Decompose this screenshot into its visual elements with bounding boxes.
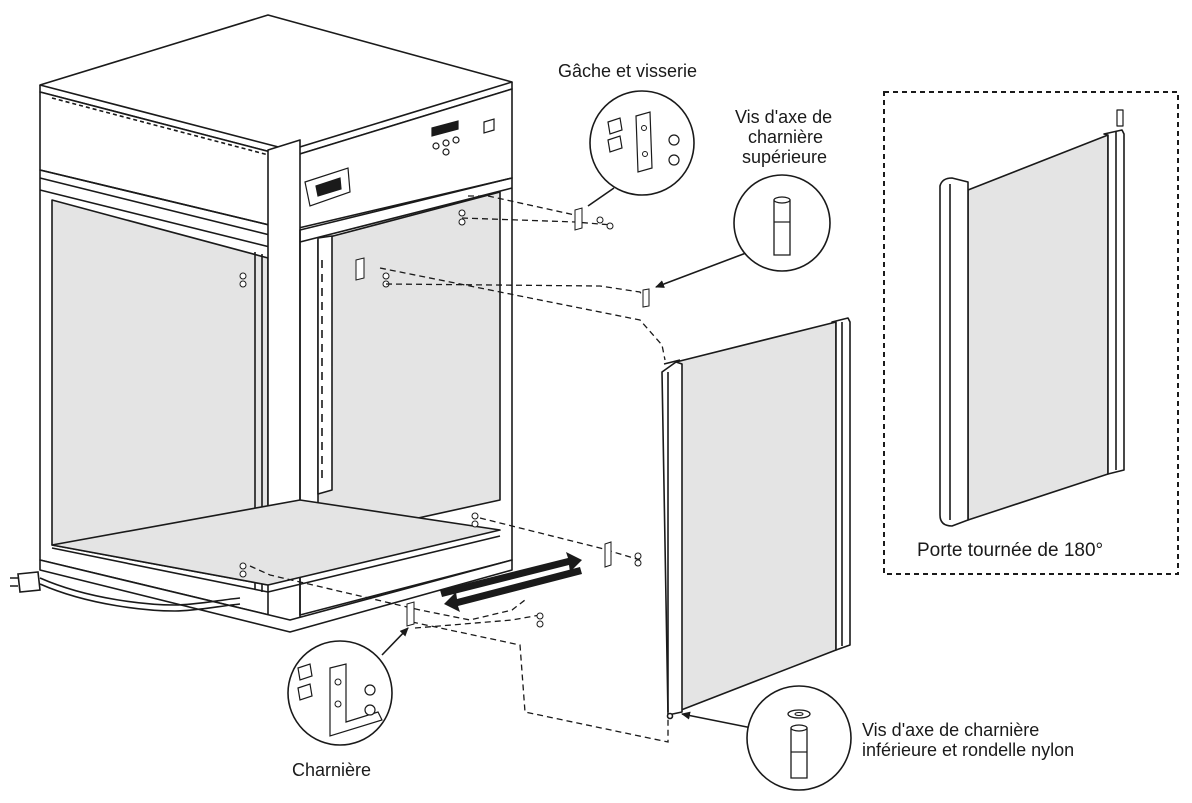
callout-bottom-pin bbox=[681, 685, 852, 791]
power-plug bbox=[17, 571, 41, 593]
inset-top-pin bbox=[1116, 109, 1124, 127]
button-3 bbox=[452, 136, 460, 144]
strike-plate-detail bbox=[635, 111, 653, 173]
label-bottom-pin-line1: Vis d'axe de charnière bbox=[862, 720, 1039, 740]
inset-door-rail bbox=[1103, 129, 1125, 475]
arrow-left bbox=[444, 567, 582, 612]
rack-post bbox=[317, 235, 333, 495]
rotated-door-inset bbox=[883, 91, 1179, 575]
strike-plate-mounted bbox=[355, 257, 365, 281]
door-bottom-pin bbox=[666, 712, 674, 720]
door-left-rail bbox=[661, 361, 683, 716]
label-top-pin-line3: supérieure bbox=[742, 147, 827, 167]
label-top-pin-line1: Vis d'axe de bbox=[735, 107, 832, 127]
cabinet-screws bbox=[239, 209, 479, 578]
cabinet bbox=[39, 14, 513, 633]
power-switch bbox=[483, 118, 495, 134]
callout-strike bbox=[587, 90, 695, 207]
door-exploded bbox=[661, 317, 851, 720]
control-panel bbox=[304, 118, 495, 207]
hinge-detail bbox=[329, 663, 383, 737]
cabinet-floor bbox=[51, 499, 501, 586]
inset-door-handle bbox=[939, 177, 969, 527]
label-hinge: Charnière bbox=[292, 760, 371, 780]
loose-hardware bbox=[406, 207, 650, 628]
label-bottom-pin-line2: inférieure et rondelle nylon bbox=[862, 740, 1074, 760]
display-window bbox=[431, 120, 459, 137]
hinge-loose-bottom bbox=[406, 601, 415, 627]
label-strike-hardware: Gâche et visserie bbox=[558, 61, 697, 81]
arrow-right bbox=[440, 552, 582, 597]
button-2 bbox=[442, 139, 450, 147]
button-4 bbox=[442, 148, 450, 156]
slide-arrows bbox=[440, 552, 582, 612]
callout-hinge bbox=[287, 627, 409, 746]
bottom-pin-detail bbox=[790, 727, 808, 779]
power-cord bbox=[10, 571, 241, 612]
inset-dashed-frame bbox=[883, 91, 1179, 575]
top-pin-loose bbox=[642, 288, 650, 308]
callout-top-pin bbox=[655, 174, 831, 288]
door-glass bbox=[675, 321, 837, 713]
door-right-rail bbox=[831, 317, 851, 651]
rear-glass bbox=[317, 191, 501, 541]
label-door-rotated: Porte tournée de 180° bbox=[917, 540, 1103, 561]
cabinet-base bbox=[39, 559, 513, 633]
inset-door-glass bbox=[967, 134, 1109, 521]
assembly-guides bbox=[249, 195, 669, 743]
hinge-loose-right bbox=[604, 541, 612, 568]
button-1 bbox=[432, 142, 440, 150]
top-pin-detail bbox=[773, 199, 791, 256]
strike-plate-loose bbox=[574, 207, 583, 231]
label-top-pin-line2: charnière bbox=[748, 127, 823, 147]
